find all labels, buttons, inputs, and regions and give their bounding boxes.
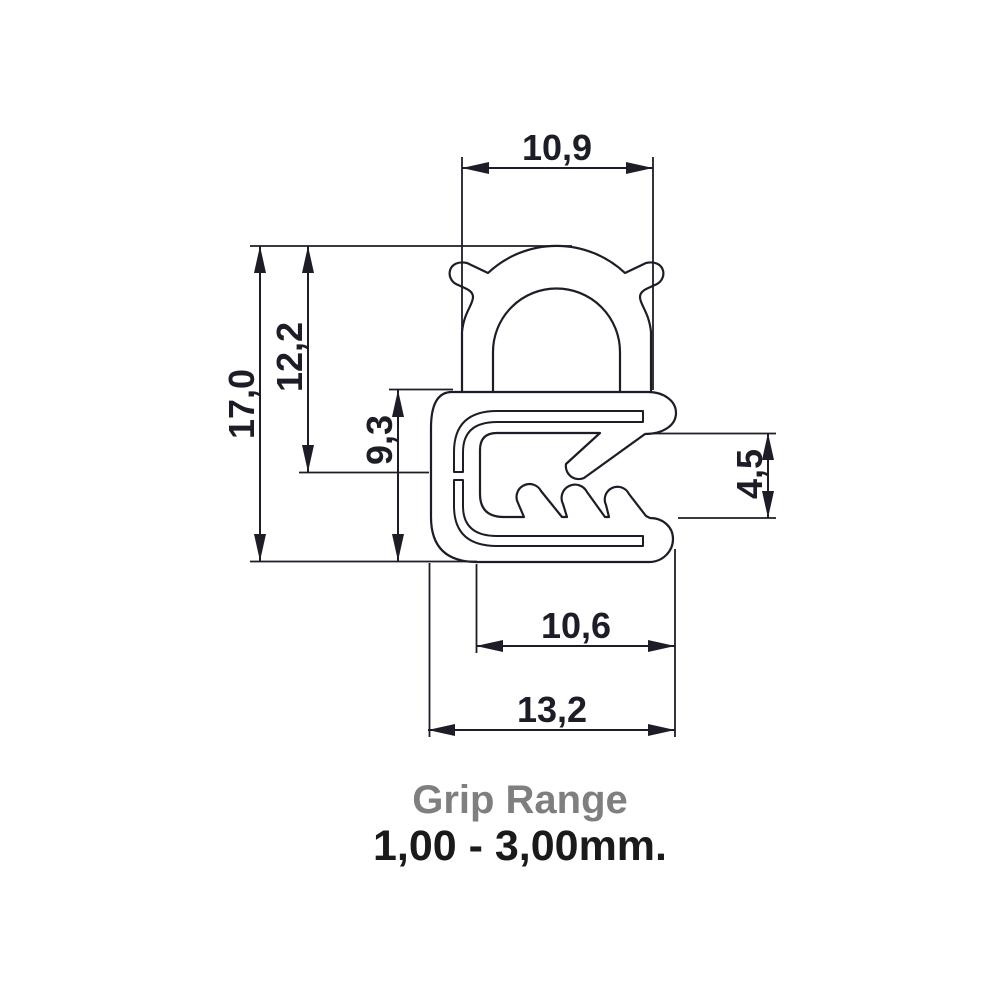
arrowhead-right bbox=[648, 640, 675, 652]
arrowhead-bottom bbox=[254, 534, 266, 561]
caption-title: Grip Range bbox=[412, 778, 628, 822]
arrowhead-left bbox=[428, 724, 455, 736]
dimension-channel-height: 9,3 bbox=[359, 388, 453, 561]
arrowhead-right bbox=[626, 162, 653, 174]
arrowhead-top bbox=[762, 433, 774, 460]
dimension-label: 10,9 bbox=[522, 127, 592, 168]
channel-outline bbox=[429, 390, 678, 564]
arrowhead-left bbox=[462, 162, 489, 174]
dimension-mouth-opening: 4,5 bbox=[650, 432, 776, 519]
dimension-bulb-width: 10,9 bbox=[461, 127, 654, 392]
carrier-strip-upper bbox=[453, 410, 644, 473]
seal-profile bbox=[429, 244, 678, 564]
arrowhead-left bbox=[476, 640, 503, 652]
dimension-label: 13,2 bbox=[517, 689, 587, 730]
arrowhead-bottom bbox=[392, 534, 404, 561]
dimension-overall-height: 17,0 bbox=[221, 245, 572, 563]
bulb-outer-contour bbox=[448, 244, 665, 394]
caption: Grip Range 1,00 - 3,00mm. bbox=[373, 778, 667, 870]
dimension-label: 4,5 bbox=[729, 449, 770, 499]
arrowhead-bottom bbox=[302, 445, 314, 472]
dimension-label: 12,2 bbox=[269, 322, 310, 392]
arrowhead-bottom bbox=[762, 491, 774, 518]
arrowhead-top bbox=[254, 246, 266, 273]
dimension-label: 17,0 bbox=[221, 369, 262, 439]
carrier-strip-lower bbox=[453, 479, 644, 547]
bulb-inner-dome bbox=[491, 287, 622, 394]
arrowhead-top bbox=[392, 390, 404, 417]
dimension-label: 10,6 bbox=[541, 605, 611, 646]
dimension-overall-width: 13,2 bbox=[428, 563, 675, 737]
arrowhead-top bbox=[302, 246, 314, 273]
dimension-inner-width: 10,6 bbox=[475, 549, 676, 737]
arrowhead-right bbox=[648, 724, 675, 736]
caption-value: 1,00 - 3,00mm. bbox=[373, 822, 667, 870]
dimension-label: 9,3 bbox=[359, 415, 400, 465]
dimension-upper-section-height: 12,2 bbox=[269, 246, 429, 474]
